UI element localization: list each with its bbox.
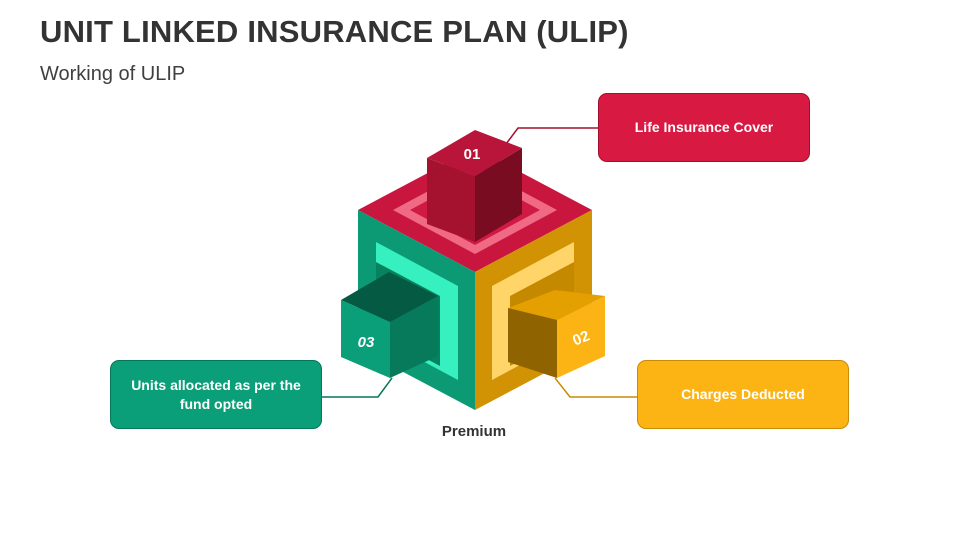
cube-01 xyxy=(427,130,522,242)
callout-units-allocated: Units allocated as per the fund opted xyxy=(110,360,322,429)
step-number-03: 03 xyxy=(358,334,375,351)
premium-label: Premium xyxy=(441,423,507,440)
page-title: UNIT LINKED INSURANCE PLAN (ULIP) xyxy=(40,14,629,49)
callout-label: Life Insurance Cover xyxy=(634,119,774,135)
connector-line-03 xyxy=(322,377,393,398)
callout-label: Units allocated as per the fund opted xyxy=(131,376,301,412)
step-number-02: 02 xyxy=(570,327,592,349)
callout-life-insurance-cover: Life Insurance Cover xyxy=(598,93,810,162)
callout-charges-deducted: Charges Deducted xyxy=(637,360,849,429)
cube-03 xyxy=(341,272,438,378)
page-subtitle: Working of ULIP xyxy=(40,63,186,85)
callout-label: Charges Deducted xyxy=(681,386,805,402)
cube-02 xyxy=(508,290,605,378)
connector-line-02 xyxy=(554,377,637,398)
connector-line-01 xyxy=(502,127,598,149)
step-number-01: 01 xyxy=(464,146,481,163)
